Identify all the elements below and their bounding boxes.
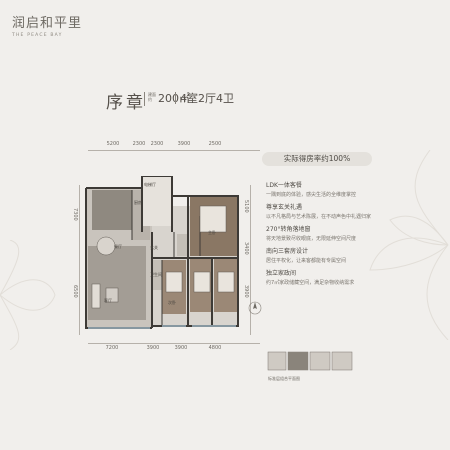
left-dimension: 6500 (72, 285, 78, 298)
unit-area: 200㎡ (158, 92, 190, 105)
features-list: LDK一体客餐 一隅到底的体验，感尖生活的全维度掌控 尊享玄关礼遇 以不凡格局与… (266, 180, 386, 290)
feature-desc: 以不凡格局与艺术陈展，在不动声色中礼遇归家 (266, 214, 372, 220)
feature-item: 270°转角落地窗 将天地景致尽收眼底，无限延伸空间尺度 (266, 224, 386, 242)
brand-logo: 润启和平里 THE PEACE BAY (12, 12, 82, 38)
right-dimension: 3900 (243, 285, 249, 298)
unit-name: 序章 (106, 93, 146, 113)
feature-desc: 居住平权化，让来客都能有专属空间 (266, 258, 347, 264)
top-dimension: 3900 (177, 141, 191, 147)
bottom-dimension: 3900 (146, 345, 160, 351)
plan-label-foyer: 玄关 (150, 245, 158, 250)
right-dimension-line (250, 185, 251, 335)
decorative-flower-right (369, 150, 449, 340)
brand-name-en: THE PEACE BAY (12, 33, 63, 38)
feature-title: 南向三套房设计 (266, 248, 309, 255)
compass-icon (248, 301, 262, 315)
plan-label-master: 主卧 (208, 230, 216, 235)
bottom-dimension-line (88, 343, 260, 344)
title-divider (144, 92, 145, 106)
right-dimension: 3400 (243, 242, 249, 255)
top-dimension: 5200 (106, 141, 120, 147)
title-divider-2 (175, 92, 176, 104)
top-dimension: 2300 (150, 141, 164, 147)
left-dimension: 7300 (72, 208, 78, 221)
top-dimension: 2300 (132, 141, 146, 147)
plan-label-elevator: 电梯厅 (144, 182, 156, 187)
plan-label-living: 客厅 (104, 298, 112, 303)
plan-label-kitchen: 厨房 (134, 200, 142, 205)
top-dimension: 2500 (208, 141, 222, 147)
plan-label-dining: 餐厅 (114, 244, 122, 249)
room-rate-badge: 实际得房率约100% (262, 152, 372, 166)
left-dimension-line (79, 185, 80, 335)
feature-desc: 一隅到底的体验，感尖生活的全维度掌控 (266, 192, 357, 198)
floor-plan (85, 176, 239, 329)
unit-layout: 4室2厅4卫 (180, 92, 234, 105)
decorative-flower-left (0, 240, 56, 350)
brand-name-cn: 润启和平里 (12, 16, 83, 31)
feature-item: 独立家政间 约7㎡家政储藏空间，满足杂物收纳需求 (266, 268, 386, 286)
right-dimension: 5100 (243, 200, 249, 213)
feature-desc: 约7㎡家政储藏空间，满足杂物收纳需求 (266, 280, 355, 286)
feature-title: 270°转角落地窗 (266, 226, 311, 233)
feature-item: LDK一体客餐 一隅到底的体验，感尖生活的全维度掌控 (266, 180, 386, 198)
plan-label-bedroom: 次卧 (168, 300, 176, 305)
feature-title: 独立家政间 (266, 270, 297, 277)
feature-title: LDK一体客餐 (266, 182, 302, 189)
key-plan-note: 标准层组合平面图 (268, 376, 300, 381)
plan-label-bathroom: 卫生间 (150, 272, 162, 277)
key-plan (267, 351, 353, 371)
top-dimension-line (88, 150, 260, 151)
bottom-dimension: 4800 (208, 345, 222, 351)
feature-item: 尊享玄关礼遇 以不凡格局与艺术陈展，在不动声色中礼遇归家 (266, 202, 386, 220)
bottom-dimension: 7200 (105, 345, 119, 351)
feature-title: 尊享玄关礼遇 (266, 204, 303, 211)
feature-item: 南向三套房设计 居住平权化，让来客都能有专属空间 (266, 246, 386, 264)
area-label: 建面约 (148, 92, 156, 102)
bottom-dimension: 3900 (174, 345, 188, 351)
feature-desc: 将天地景致尽收眼底，无限延伸空间尺度 (266, 236, 357, 242)
